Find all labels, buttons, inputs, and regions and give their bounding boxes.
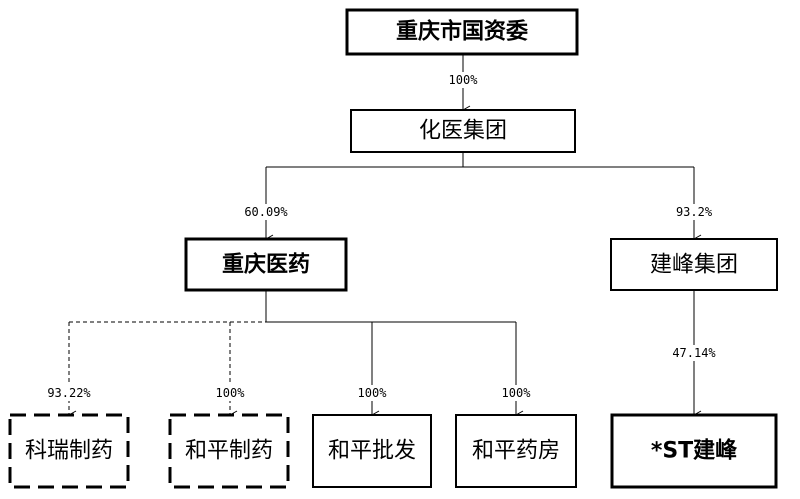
node-jianfeng-group: 建峰集团 xyxy=(650,253,738,278)
node-kerui: 科瑞制药 xyxy=(25,439,113,464)
node-st-jianfeng-box xyxy=(610,413,778,489)
node-st-jianfeng: *ST建峰 xyxy=(651,439,738,464)
node-heping-wholesale-box xyxy=(312,414,432,488)
label-huayi-jianfeng: 93.2% xyxy=(676,205,713,219)
node-heping-pharmacy: 和平药房 xyxy=(472,439,560,464)
node-cq-pharma-box xyxy=(184,237,348,292)
node-heping-pharma: 和平制药 xyxy=(185,439,273,464)
node-huayi-box xyxy=(350,109,576,153)
label-sasac-huayi: 100% xyxy=(449,73,479,87)
node-kerui-box xyxy=(8,413,130,489)
label-jianfeng-st: 47.14% xyxy=(672,346,716,360)
node-sasac-box xyxy=(345,8,579,56)
node-huayi: 化医集团 xyxy=(419,119,507,144)
label-huayi-cq: 60.09% xyxy=(244,205,288,219)
label-cq-heping-pharma: 100% xyxy=(216,386,246,400)
node-sasac: 重庆市国资委 xyxy=(396,19,528,45)
node-jianfeng-group-box xyxy=(610,238,778,291)
node-heping-wholesale: 和平批发 xyxy=(328,439,416,464)
label-cq-heping-pharmacy: 100% xyxy=(502,386,532,400)
node-cq-pharma: 重庆医药 xyxy=(222,252,310,278)
node-heping-pharmacy-box xyxy=(455,414,577,488)
label-cq-heping-wholesale: 100% xyxy=(358,386,388,400)
node-heping-pharma-box xyxy=(168,413,290,489)
edge-labels: 100% 60.09% 93.2% 93.22% 100% 100% 100% … xyxy=(40,72,722,401)
connectors xyxy=(67,54,702,420)
label-cq-kerui: 93.22% xyxy=(47,386,91,400)
nodes: 重庆市国资委 化医集团 重庆医药 建峰集团 科瑞制药 和平制药 和平批发 和平药… xyxy=(8,8,778,489)
